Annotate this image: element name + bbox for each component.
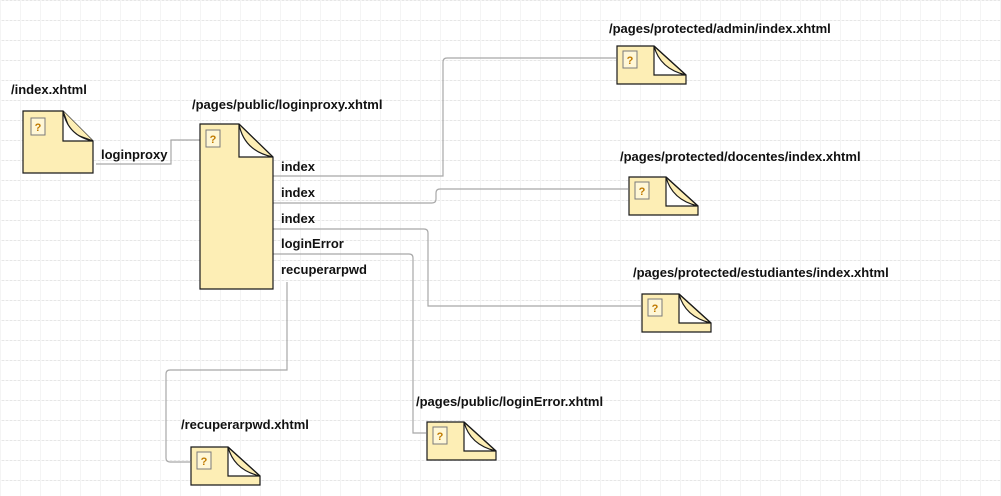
page-help-icon: ? <box>30 117 48 137</box>
page-help-icon: ? <box>205 129 223 149</box>
page-help-icon: ? <box>647 298 665 318</box>
page-help-icon: ? <box>634 181 652 201</box>
connector-loginError <box>272 253 426 434</box>
node-title-loginproxy: /pages/public/loginproxy.xhtml <box>192 97 383 112</box>
edge-label-index-estudiantes[interactable]: index <box>281 211 315 226</box>
edge-label-index-admin[interactable]: index <box>281 159 315 174</box>
edge-label-loginproxy[interactable]: loginproxy <box>101 147 168 162</box>
connector-index-admin <box>272 57 616 177</box>
node-title-loginError: /pages/public/loginError.xhtml <box>416 394 604 409</box>
node-title-admin: /pages/protected/admin/index.xhtml <box>609 21 831 36</box>
svg-text:?: ? <box>201 456 208 468</box>
node-title-docentes: /pages/protected/docentes/index.xhtml <box>620 149 861 164</box>
edge-label-loginError[interactable]: loginError <box>281 236 344 251</box>
svg-text:?: ? <box>35 122 42 134</box>
node-title-index: /index.xhtml <box>11 82 87 97</box>
node-title-estudiantes: /pages/protected/estudiantes/index.xhtml <box>633 265 889 280</box>
connector-index-docentes <box>272 188 628 204</box>
page-help-icon: ? <box>432 426 450 446</box>
connector-loginproxy <box>96 139 200 165</box>
node-title-recuperarpwd: /recuperarpwd.xhtml <box>181 417 309 432</box>
page-help-icon: ? <box>622 50 640 70</box>
svg-text:?: ? <box>437 431 444 443</box>
page-help-icon: ? <box>196 451 214 471</box>
edge-label-index-docentes[interactable]: index <box>281 185 315 200</box>
svg-text:?: ? <box>627 55 634 67</box>
svg-text:?: ? <box>639 186 646 198</box>
svg-text:?: ? <box>210 134 217 146</box>
edge-label-recuperarpwd[interactable]: recuperarpwd <box>281 262 367 277</box>
connector-index-estudiantes <box>272 228 641 307</box>
connector-recuperarpwd <box>165 282 288 463</box>
svg-text:?: ? <box>652 303 659 315</box>
page-node-loginproxy[interactable] <box>199 123 275 296</box>
